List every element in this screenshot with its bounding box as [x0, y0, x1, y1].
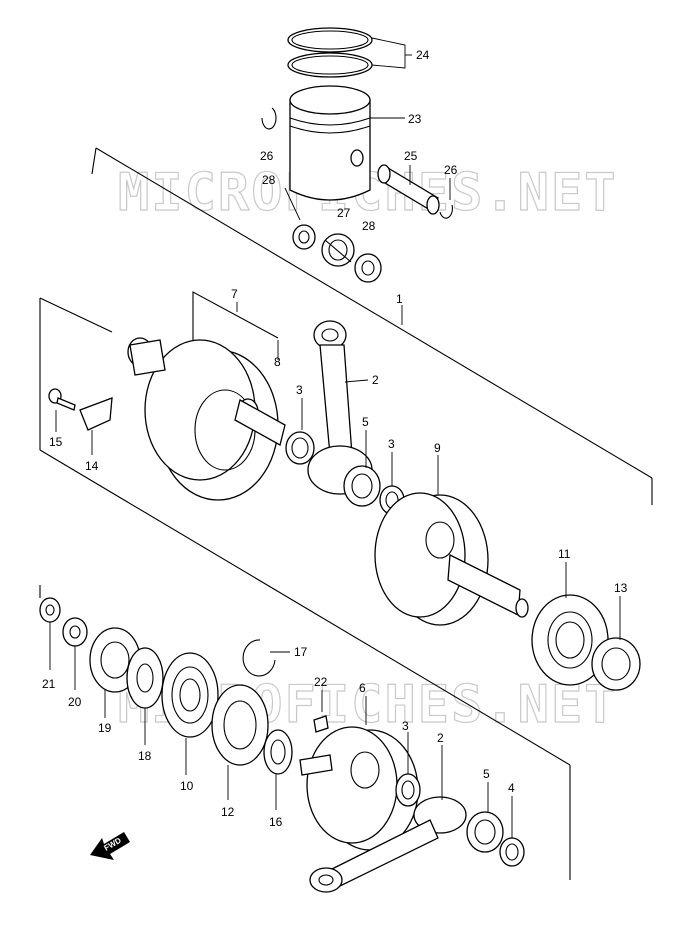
nut	[39, 597, 61, 670]
callout-24: 24	[416, 48, 430, 62]
callout-21: 21	[42, 677, 56, 691]
callout-3-mid: 3	[388, 437, 395, 451]
key-22	[313, 715, 329, 733]
key	[79, 397, 113, 431]
right-crank-half	[374, 455, 529, 626]
washer-20	[62, 617, 88, 690]
circlip-left	[261, 107, 277, 130]
callout-3-lower: 3	[402, 719, 409, 733]
callout-2-upper: 2	[372, 373, 379, 387]
callout-labels: 24 23 26 25 26 28 27 28 7 1 8 2 3 5 3 9 …	[42, 48, 628, 829]
spacer-16	[263, 729, 293, 810]
callout-20: 20	[68, 695, 82, 709]
callout-25: 25	[404, 149, 418, 163]
piston-pin	[377, 164, 440, 215]
oil-seal-left	[211, 684, 269, 800]
callout-5-lower: 5	[483, 767, 490, 781]
callout-22: 22	[314, 675, 328, 689]
small-end-washer-right	[354, 253, 382, 283]
callout-13: 13	[614, 581, 628, 595]
oil-seal-right	[591, 596, 641, 691]
washer-4	[499, 796, 525, 867]
piston-rings	[287, 27, 412, 78]
callout-28-right: 28	[362, 219, 376, 233]
assembly-bracket-1	[91, 147, 653, 505]
main-bearing-left	[161, 652, 219, 775]
callout-5-upper: 5	[362, 415, 369, 429]
callout-17: 17	[294, 645, 308, 659]
callout-10: 10	[180, 779, 194, 793]
callout-28-left: 28	[262, 173, 276, 187]
callout-19: 19	[98, 721, 112, 735]
assembly-bracket-left	[39, 297, 571, 880]
callout-3-upper: 3	[296, 383, 303, 397]
callout-27: 27	[337, 206, 351, 220]
big-end-bearing-upper	[343, 430, 381, 507]
small-end-washer-left	[284, 187, 316, 250]
bolt	[48, 388, 76, 432]
callout-15: 15	[49, 435, 63, 449]
callout-26-left: 26	[260, 149, 274, 163]
connecting-rod-lower	[309, 745, 467, 893]
callout-7: 7	[231, 287, 238, 301]
small-end-needle-bearing	[321, 233, 355, 267]
washer-3-lower	[395, 732, 421, 807]
callout-1: 1	[396, 292, 403, 306]
callout-16: 16	[269, 815, 283, 829]
circlip-17	[242, 639, 276, 677]
callout-11: 11	[558, 547, 571, 561]
callout-26-right: 26	[444, 163, 458, 177]
big-end-bearing-lower	[466, 782, 504, 853]
callout-14: 14	[85, 459, 99, 473]
piston	[289, 85, 405, 201]
callout-2-lower: 2	[437, 731, 444, 745]
callout-6: 6	[359, 681, 366, 695]
washer-3-upper	[285, 398, 315, 465]
left-crank-half	[127, 337, 286, 501]
callout-8: 8	[274, 355, 281, 369]
callout-9: 9	[434, 441, 441, 455]
bracket-7	[192, 291, 279, 360]
callout-12: 12	[221, 805, 235, 819]
forward-arrow-icon: FWD	[90, 832, 130, 860]
callout-18: 18	[138, 749, 152, 763]
callout-23: 23	[408, 112, 422, 126]
callout-4: 4	[508, 781, 515, 795]
spacer-18	[126, 647, 164, 745]
circlip-right	[439, 204, 453, 219]
